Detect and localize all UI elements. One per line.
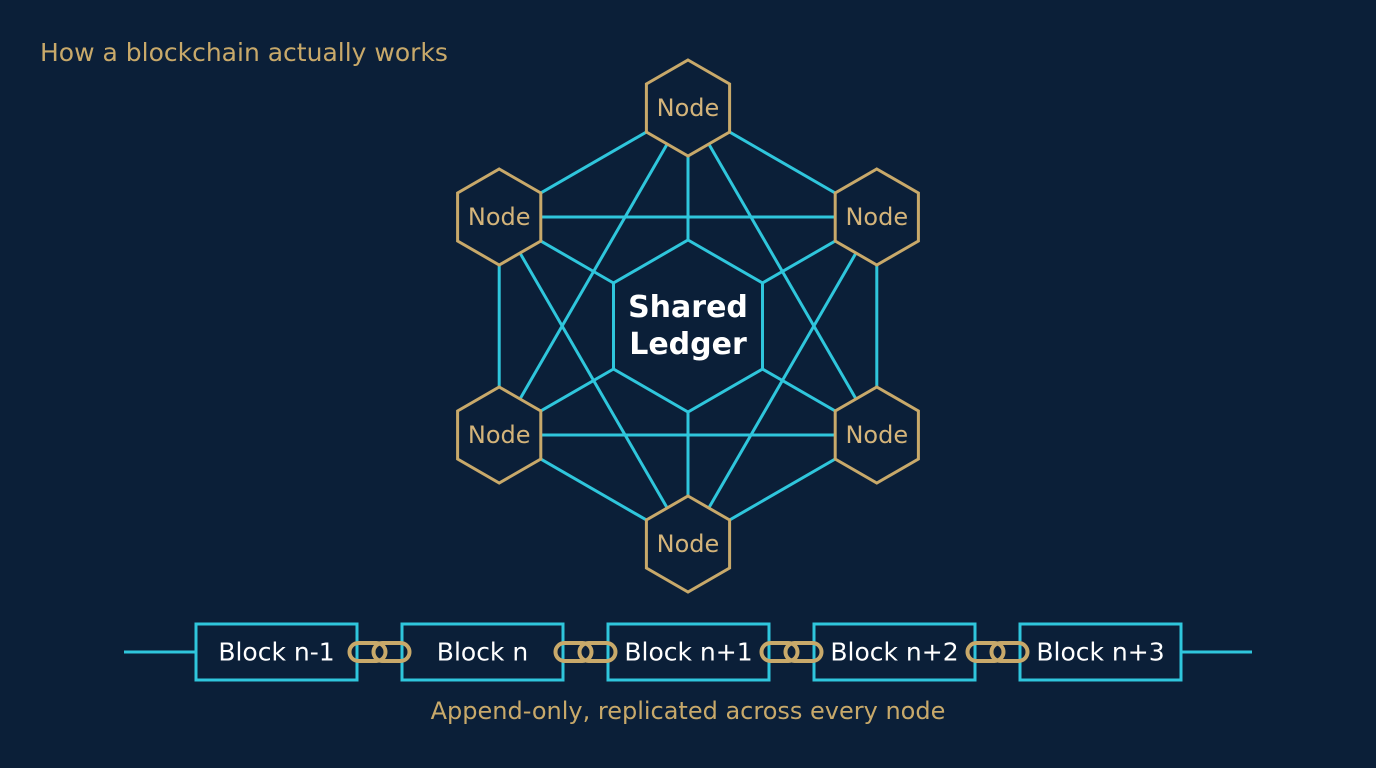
node-hexagon [456, 385, 543, 485]
block-label: Block n [437, 638, 528, 667]
node-hexagon [833, 167, 920, 267]
node-upper-left: Node [456, 167, 543, 267]
node-lower-right: Node [833, 385, 920, 485]
page-title: How a blockchain actually works [40, 38, 448, 67]
block-n-plus-3: Block n+3 [1018, 622, 1183, 682]
node-label: Node [845, 203, 908, 231]
node-hexagon [456, 167, 543, 267]
chain-caption: Append-only, replicated across every nod… [430, 697, 946, 725]
node-label: Node [468, 421, 531, 449]
node-bottom: Node [644, 494, 732, 594]
node-top: Node [644, 58, 732, 158]
block-box [1018, 622, 1183, 682]
block-box [194, 622, 359, 682]
block-label: Block n+2 [830, 638, 958, 667]
shared-ledger: Shared Ledger [612, 238, 764, 414]
block-box [812, 622, 977, 682]
node-label: Node [468, 203, 531, 231]
block-n: Block n [400, 622, 565, 682]
node-label: Node [845, 421, 908, 449]
shared-ledger-hexagon [612, 238, 764, 414]
node-label: Node [657, 94, 720, 122]
block-box [400, 622, 565, 682]
node-upper-right: Node [833, 167, 920, 267]
block-n-plus-2: Block n+2 [812, 622, 977, 682]
node-label: Node [657, 530, 720, 558]
node-hexagon [644, 58, 732, 158]
block-label: Block n+3 [1036, 638, 1164, 667]
chain-link-icon [553, 641, 618, 663]
block-box [606, 622, 771, 682]
node-hexagon [644, 494, 732, 594]
node-hexagon [833, 385, 920, 485]
chain-link-icon [759, 641, 824, 663]
chain-link-icon [965, 641, 1030, 663]
block-label: Block n-1 [218, 638, 334, 667]
shared-ledger-label-line1: Shared [628, 290, 748, 325]
chain-link-icon [347, 641, 412, 663]
blockchain: Block n-1 Block n Block n+1 Block n+2 Bl… [124, 622, 1252, 682]
shared-ledger-label-line2: Ledger [629, 327, 747, 362]
block-label: Block n+1 [624, 638, 752, 667]
block-n-plus-1: Block n+1 [606, 622, 771, 682]
block-n-minus-1: Block n-1 [194, 622, 359, 682]
node-lower-left: Node [456, 385, 543, 485]
